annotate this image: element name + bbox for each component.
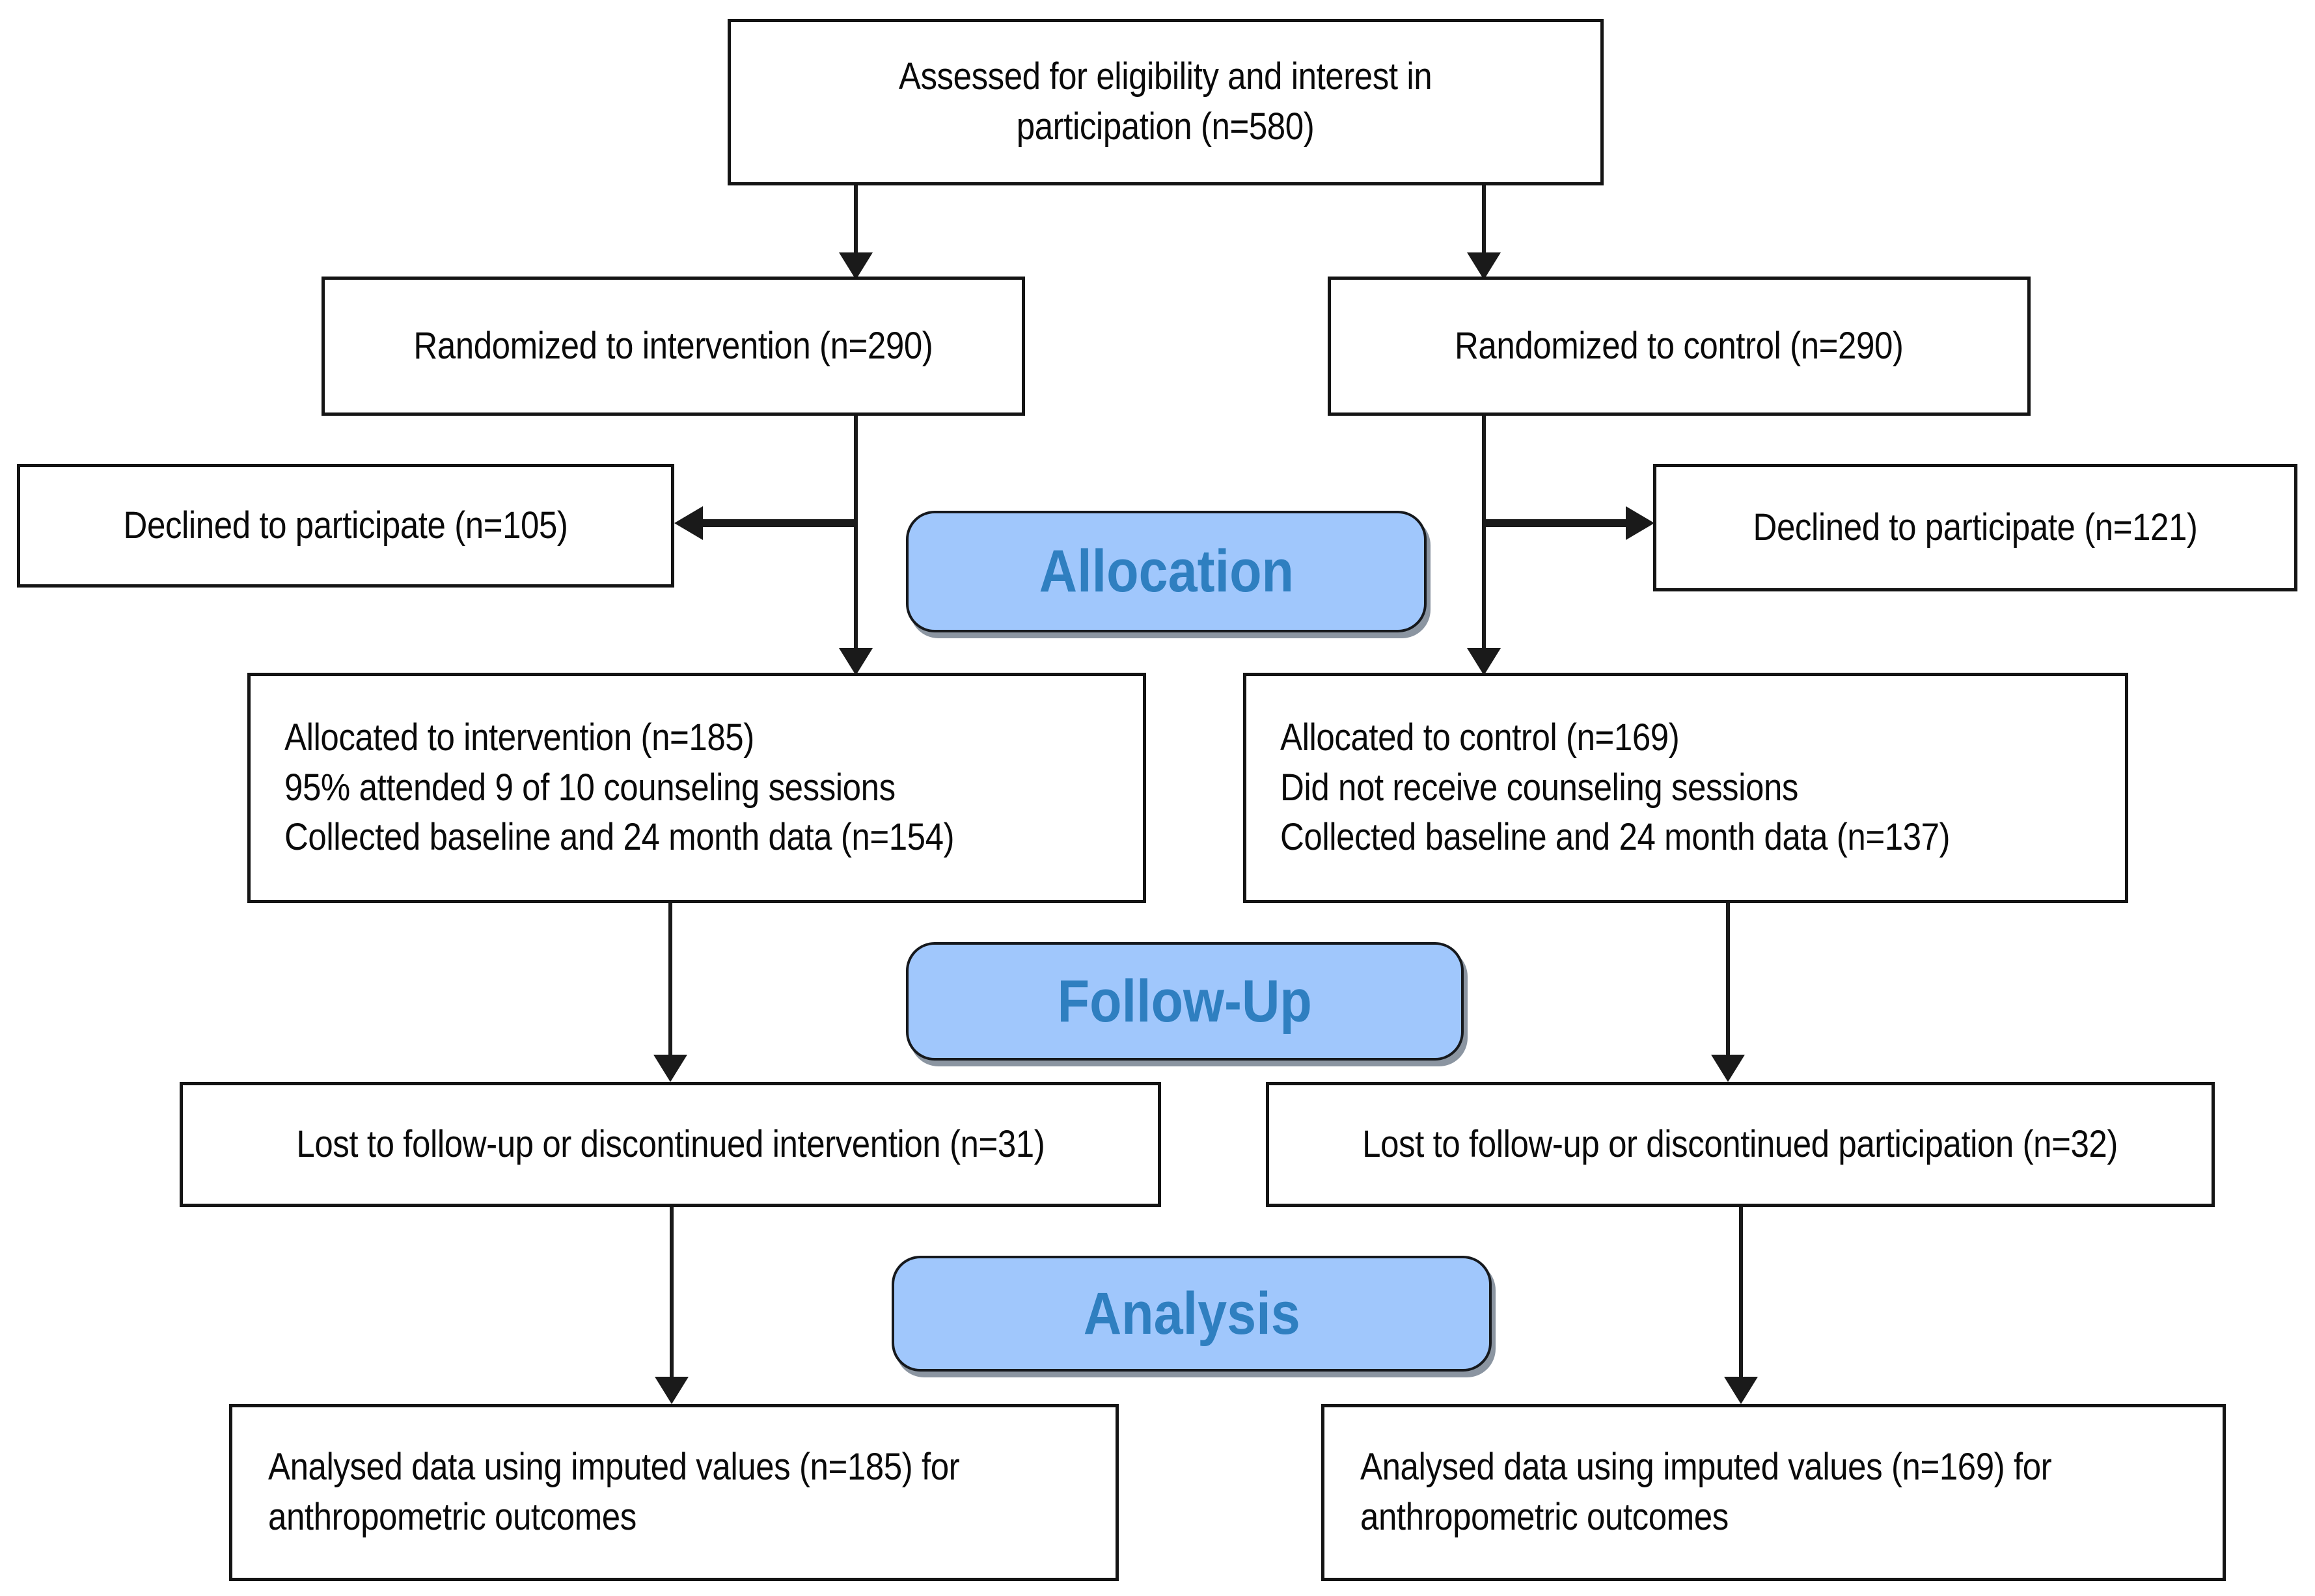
arrowhead-declined-intervention bbox=[674, 506, 703, 540]
randomized-control-text: Randomized to control (n=290) bbox=[1455, 324, 1904, 367]
allocated-intervention-line-2: 95% attended 9 of 10 counseling sessions bbox=[284, 766, 896, 809]
analysed-intervention-line-1: Analysed data using imputed values (n=18… bbox=[268, 1446, 960, 1489]
analysed-control-line-1: Analysed data using imputed values (n=16… bbox=[1360, 1446, 2052, 1489]
randomized-control-box: Randomized to control (n=290) bbox=[1328, 277, 2031, 416]
allocated-intervention-text: Allocated to intervention (n=185) 95% at… bbox=[284, 713, 955, 863]
allocated-control-line-1: Allocated to control (n=169) bbox=[1280, 716, 1680, 759]
allocation-stage-pill: Allocation bbox=[906, 511, 1427, 632]
followup-stage-pill: Follow-Up bbox=[906, 942, 1464, 1061]
allocated-control-box: Allocated to control (n=169) Did not rec… bbox=[1243, 673, 2128, 903]
analysed-intervention-line-2: anthropometric outcomes bbox=[268, 1496, 637, 1538]
randomized-intervention-text: Randomized to intervention (n=290) bbox=[413, 324, 933, 367]
allocated-control-line-2: Did not receive counseling sessions bbox=[1280, 766, 1799, 809]
allocated-control-line-3: Collected baseline and 24 month data (n=… bbox=[1280, 816, 1951, 859]
arrowhead-analysed-intervention bbox=[655, 1377, 689, 1404]
allocated-intervention-line-1: Allocated to intervention (n=185) bbox=[284, 716, 754, 759]
lost-intervention-box: Lost to follow-up or discontinued interv… bbox=[180, 1082, 1161, 1207]
arrowhead-randomized-control bbox=[1467, 252, 1501, 280]
assessed-box: Assessed for eligibility and interest in… bbox=[728, 19, 1604, 185]
randomized-intervention-box: Randomized to intervention (n=290) bbox=[322, 277, 1025, 416]
allocated-control-text: Allocated to control (n=169) Did not rec… bbox=[1280, 713, 1951, 863]
allocation-stage-label: Allocation bbox=[1039, 538, 1294, 604]
analysed-control-box: Analysed data using imputed values (n=16… bbox=[1321, 1404, 2226, 1581]
lost-control-box: Lost to follow-up or discontinued partic… bbox=[1266, 1082, 2215, 1207]
analysis-stage-label: Analysis bbox=[1083, 1280, 1300, 1347]
arrowhead-randomized-intervention bbox=[839, 252, 873, 280]
allocated-intervention-box: Allocated to intervention (n=185) 95% at… bbox=[247, 673, 1146, 903]
arrowhead-lost-control bbox=[1711, 1055, 1745, 1082]
analysed-intervention-box: Analysed data using imputed values (n=18… bbox=[229, 1404, 1119, 1581]
assessed-text: Assessed for eligibility and interest in… bbox=[899, 52, 1432, 152]
lost-intervention-text: Lost to follow-up or discontinued interv… bbox=[296, 1122, 1045, 1165]
analysed-control-line-2: anthropometric outcomes bbox=[1360, 1496, 1729, 1538]
analysis-stage-pill: Analysis bbox=[892, 1256, 1492, 1372]
declined-control-box: Declined to participate (n=121) bbox=[1653, 464, 2297, 591]
analysed-intervention-text: Analysed data using imputed values (n=18… bbox=[268, 1442, 960, 1542]
declined-control-text: Declined to participate (n=121) bbox=[1753, 506, 2198, 548]
lost-control-text: Lost to follow-up or discontinued partic… bbox=[1362, 1122, 2118, 1165]
arrowhead-analysed-control bbox=[1724, 1377, 1758, 1404]
arrowhead-lost-intervention bbox=[653, 1055, 687, 1082]
assessed-line-2: participation (n=580) bbox=[1017, 105, 1315, 148]
analysed-control-text: Analysed data using imputed values (n=16… bbox=[1360, 1442, 2052, 1542]
arrowhead-allocated-control bbox=[1467, 648, 1501, 675]
allocated-intervention-line-3: Collected baseline and 24 month data (n=… bbox=[284, 816, 955, 859]
arrowhead-declined-control bbox=[1626, 506, 1654, 540]
followup-stage-label: Follow-Up bbox=[1057, 967, 1313, 1035]
declined-intervention-box: Declined to participate (n=105) bbox=[17, 464, 674, 588]
assessed-line-1: Assessed for eligibility and interest in bbox=[899, 55, 1432, 98]
declined-intervention-text: Declined to participate (n=105) bbox=[123, 504, 568, 547]
arrowhead-allocated-intervention bbox=[839, 648, 873, 675]
